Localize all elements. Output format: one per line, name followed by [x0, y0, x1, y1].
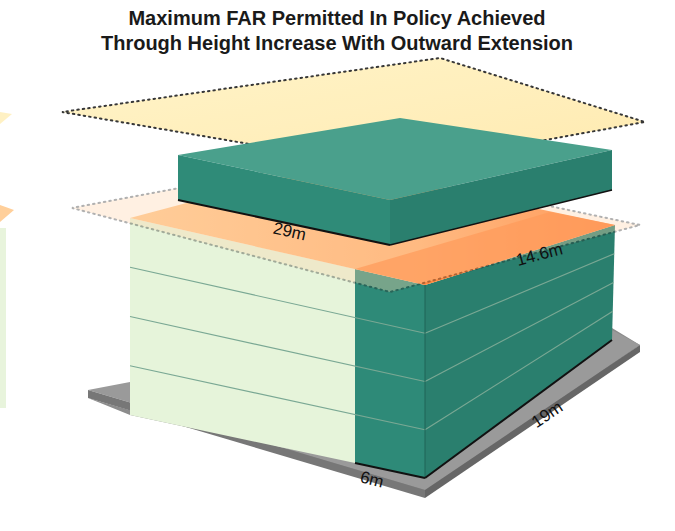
floor-line — [130, 366, 425, 430]
dimension-label: 6m — [358, 467, 386, 492]
floor-line — [130, 317, 425, 382]
floor-line — [425, 311, 613, 430]
floor-line — [425, 283, 614, 382]
diagram-title: Maximum FAR Permitted In Policy Achieved… — [87, 6, 587, 56]
